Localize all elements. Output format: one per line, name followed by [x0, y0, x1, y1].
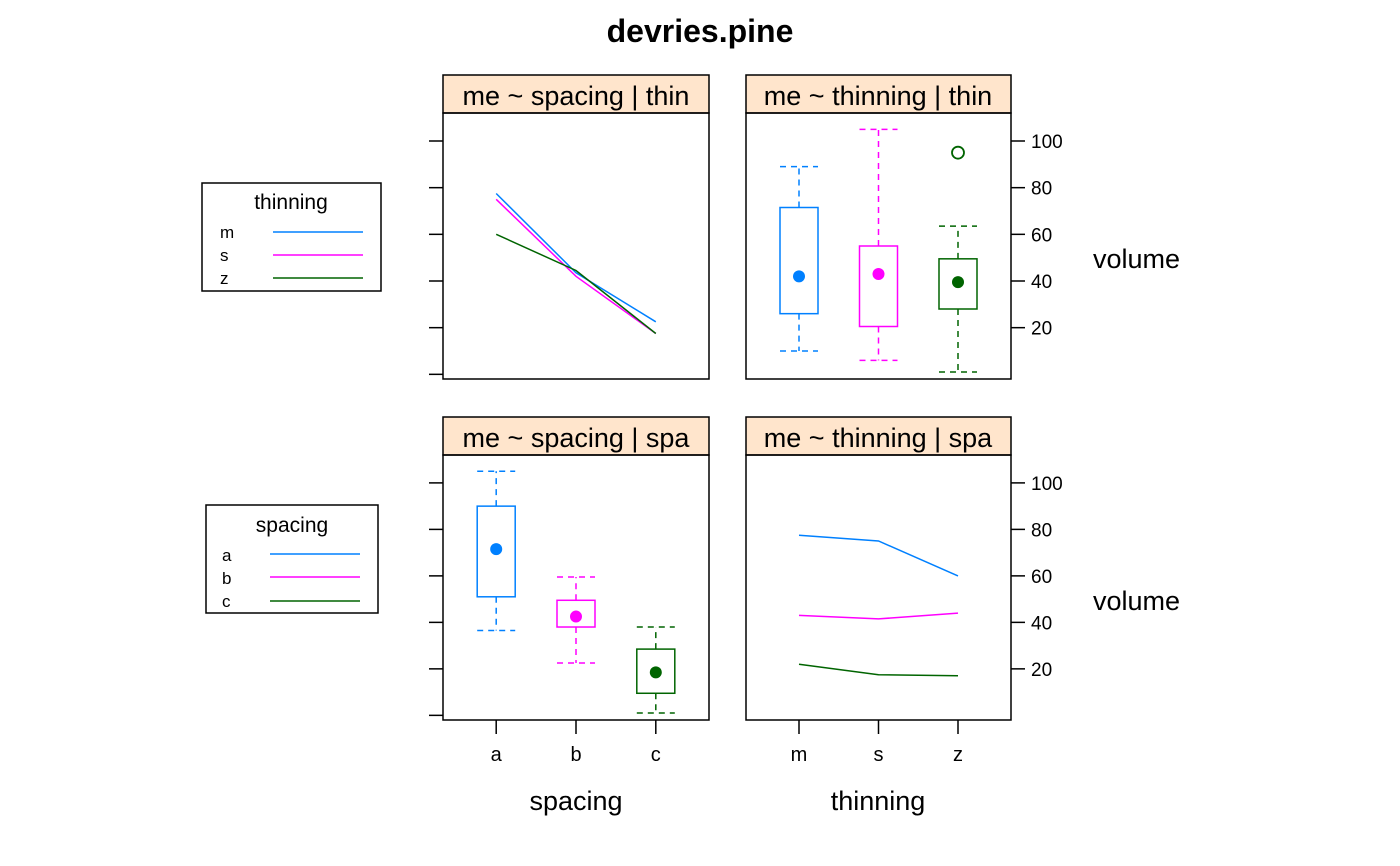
x-tick-label: s — [874, 744, 884, 766]
x-tick-label: c — [651, 744, 661, 766]
legend-frame — [201, 182, 382, 292]
box-m — [779, 165, 819, 352]
y-tick-label: 100 — [1031, 474, 1063, 495]
median-dot — [872, 268, 885, 280]
x-tick-label: z — [953, 744, 963, 766]
panel-content — [495, 192, 657, 335]
y-axis-label-bottom: volume — [1093, 586, 1180, 616]
median-dot — [793, 270, 805, 283]
y-tick-label: 80 — [1031, 179, 1052, 200]
panel-bottom-right: me ~ thinning | spa — [745, 416, 1012, 721]
legend-label: c — [222, 592, 231, 611]
strip-label: me ~ thinning | thin — [764, 81, 992, 111]
median-dot — [490, 543, 503, 556]
y-tick-label: 20 — [1031, 660, 1052, 681]
box-s — [858, 128, 899, 362]
box-a — [476, 470, 516, 632]
panel-content — [476, 470, 676, 714]
box-c — [636, 626, 676, 714]
y-tick-label: 40 — [1031, 272, 1052, 293]
series-line-c — [798, 663, 959, 677]
median-dot — [570, 610, 582, 623]
strip-label: me ~ thinning | spa — [764, 423, 993, 453]
box-body — [858, 245, 899, 328]
legend-label: s — [220, 246, 229, 265]
legend-label: b — [222, 569, 231, 588]
legend-spacing: spacing a b c — [205, 504, 379, 614]
y-axis-label-top: volume — [1093, 244, 1180, 274]
strip-label: me ~ spacing | spa — [463, 423, 691, 453]
series-line-s — [495, 198, 657, 335]
legend-title: spacing — [256, 514, 328, 537]
strip-background — [746, 75, 1011, 113]
x-axis-label-right: thinning — [831, 786, 926, 816]
y-tick-label: 20 — [1031, 319, 1052, 340]
strip-clip: me ~ thinning | thin — [764, 81, 992, 111]
strip-label: me ~ spacing | thin — [463, 81, 690, 111]
legend-label: m — [220, 223, 234, 242]
strip-clip: me ~ spacing | thin — [463, 81, 690, 111]
series-line-a — [798, 534, 959, 577]
strip-clip: me ~ spacing | spa — [463, 423, 691, 453]
median-dot — [649, 666, 662, 679]
panel-content — [779, 128, 978, 373]
box-body — [636, 648, 676, 695]
strip-background — [746, 417, 1011, 455]
y-tick-label: 60 — [1031, 225, 1052, 246]
legend-frame — [205, 504, 379, 614]
panel-frame — [745, 112, 1012, 380]
legend-label: z — [220, 269, 229, 288]
box-b — [556, 576, 596, 664]
series-line-m — [495, 192, 657, 323]
panel-frame — [442, 112, 710, 380]
strip-clip: me ~ thinning | spa — [764, 423, 993, 453]
x-tick-label: m — [791, 744, 808, 766]
panel-top-left: me ~ spacing | thin — [442, 74, 710, 380]
axes: 20 40 60 80 100 20 40 60 80 100 a b c m s z — [429, 132, 1063, 766]
series-line-b — [798, 612, 959, 620]
y-tick-label: 100 — [1031, 132, 1063, 153]
y-tick-label: 80 — [1031, 520, 1052, 541]
y-tick-label: 60 — [1031, 567, 1052, 588]
strip-background — [443, 75, 709, 113]
x-tick-label: a — [491, 744, 503, 766]
legend-title: thinning — [254, 191, 328, 214]
legend-label: a — [222, 546, 232, 565]
chart-title: devries.pine — [607, 13, 794, 49]
median-dot — [952, 276, 964, 289]
legend-thinning: thinning m s z — [201, 182, 382, 292]
panel-frame — [745, 454, 1012, 721]
panel-top-right: me ~ thinning | thin — [745, 74, 1012, 380]
y-tick-label: 40 — [1031, 613, 1052, 634]
strip-background — [443, 417, 709, 455]
outlier-point — [951, 145, 965, 160]
x-tick-label: b — [570, 744, 581, 766]
box-body — [779, 206, 819, 315]
box-z — [938, 145, 978, 373]
panel-bottom-left: me ~ spacing | spa — [442, 416, 710, 721]
panel-content — [798, 534, 959, 677]
series-line-z — [495, 233, 657, 335]
x-axis-label-left: spacing — [529, 786, 622, 816]
